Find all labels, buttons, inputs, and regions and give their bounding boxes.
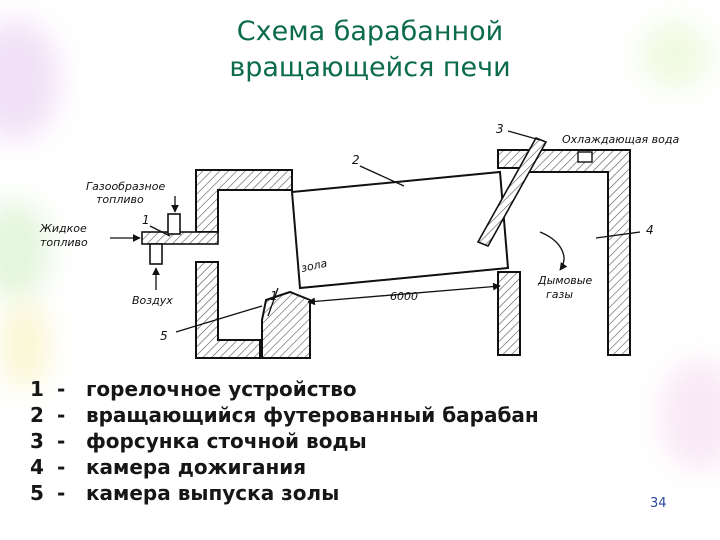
air-label: Воздух — [132, 294, 173, 307]
part-number-2: 2 — [352, 153, 360, 167]
gas-fuel-label-line-2: топливо — [96, 193, 144, 206]
ash-chamber-block — [261, 290, 311, 359]
flue-gases-label-line-1: Дымовые — [537, 274, 592, 287]
gas-fuel-label-line-1: Газообразное — [86, 180, 165, 193]
liquid-fuel-label-line-1: Жидкое — [39, 222, 87, 235]
slide-title-line-2: вращающейся печи — [229, 52, 511, 83]
background-blob-lime — [640, 20, 710, 90]
left-chamber-wall-lower — [195, 261, 261, 359]
right-chamber-lower-wall — [497, 271, 521, 356]
part-number-5: 5 — [160, 329, 168, 343]
legend-item-text: камера выпуска золы — [85, 481, 340, 505]
legend-item-text: вращающийся футерованный барабан — [85, 403, 539, 427]
air-inlet-pipe — [149, 243, 163, 265]
left-chamber-wall — [195, 169, 293, 233]
background-blob-pink — [660, 360, 720, 470]
legend-item-1: 1 - горелочное устройство — [30, 377, 357, 401]
background-blob-yellow — [0, 300, 50, 390]
part-number-3: 3 — [496, 122, 504, 136]
cooling-water-pipe — [577, 151, 593, 163]
slide-title: Схема барабанной вращающейся печи — [160, 14, 580, 86]
legend-item-2: 2 - вращающийся футерованный барабан — [30, 403, 539, 427]
waste-water-injector — [476, 136, 548, 248]
page-number: 34 — [650, 496, 667, 511]
flue-gases-label-line-2: газы — [546, 288, 573, 301]
gas-inlet-pipe — [167, 213, 181, 235]
legend-item-text: горелочное устройство — [85, 377, 357, 401]
part-number-1: 1 — [142, 213, 150, 227]
legend-item-3: 3 - форсунка сточной воды — [30, 429, 367, 453]
legend-item-4: 4 - камера дожигания — [30, 455, 307, 479]
rotary-kiln-diagram: Газообразное топливо Жидкое топливо Возд… — [39, 122, 679, 359]
length-label: 6000 — [390, 290, 418, 303]
slide-title-line-1: Схема барабанной — [236, 16, 504, 47]
legend-item-text: форсунка сточной воды — [85, 429, 367, 453]
liquid-fuel-label-line-2: топливо — [40, 236, 88, 249]
legend-item-5: 5 - камера выпуска золы — [30, 481, 340, 505]
part-number-4: 4 — [646, 223, 654, 237]
legend-item-text: камера дожигания — [85, 455, 307, 479]
right-chamber-wall — [497, 149, 631, 356]
ash-label: зола — [300, 257, 329, 275]
legend: 1 - горелочное устройство 2 - вращающийс… — [30, 376, 650, 506]
part-number-1-drum: 1 — [270, 289, 278, 303]
cooling-water-label: Охлаждающая вода — [562, 133, 679, 146]
